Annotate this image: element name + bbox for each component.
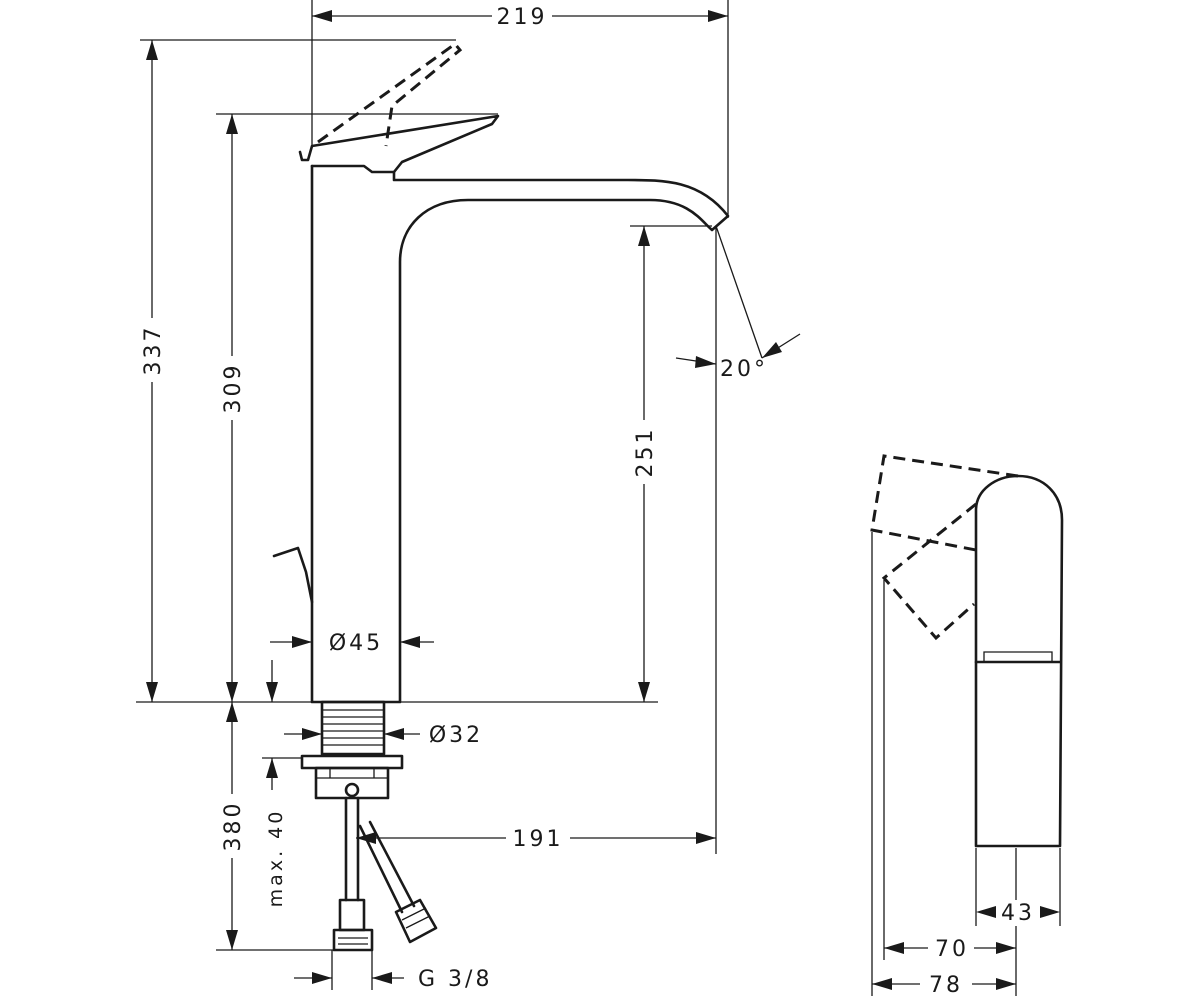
supply-hoses: [332, 796, 438, 952]
dimension-labels: 219 337 309 251 380 max. 40 Ø45 Ø32 191 …: [138, 2, 1038, 998]
label-251: 251: [633, 427, 658, 478]
label-dia-45: Ø45: [329, 631, 383, 656]
threaded-shank: [320, 700, 386, 756]
faucet-side-view: [870, 454, 1064, 996]
label-78: 78: [929, 973, 963, 998]
label-380: 380: [221, 801, 246, 852]
label-dia-32: Ø32: [429, 723, 483, 748]
popup-rod: [272, 546, 314, 604]
side-lever-raised-dashed: [870, 454, 1019, 552]
label-43: 43: [1001, 901, 1035, 926]
side-body-outline: [974, 474, 1064, 848]
lever-closed: [298, 114, 500, 174]
faucet-front-view: [272, 41, 730, 952]
faucet-body-outline: [310, 164, 730, 704]
mounting-nut: [300, 754, 404, 800]
label-20-degrees: 20°: [720, 357, 768, 382]
label-thread-g38: G 3/8: [418, 967, 492, 992]
lever-raised-dashed: [317, 41, 463, 147]
label-max-40: max. 40: [265, 809, 287, 908]
side-lever-raised-dashed-lower: [881, 502, 977, 641]
label-309: 309: [221, 363, 246, 414]
label-191: 191: [513, 827, 564, 852]
label-70: 70: [935, 937, 969, 962]
label-337: 337: [141, 325, 166, 376]
label-219: 219: [497, 5, 548, 30]
